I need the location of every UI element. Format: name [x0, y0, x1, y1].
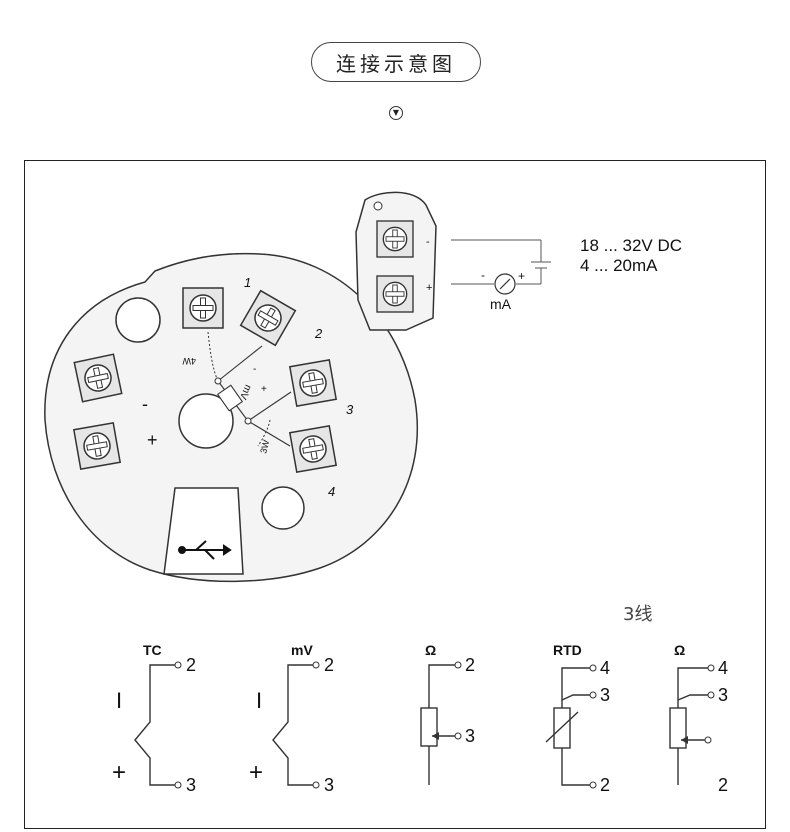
scheme-ohm-3wire: Ω 4 3 2: [669, 642, 728, 795]
out-minus-label: -: [426, 236, 430, 248]
scheme-ohm-2wire: Ω 2 3: [420, 642, 475, 785]
scheme-title: RTD: [553, 642, 582, 658]
wire-3w-label: 3W: [258, 438, 271, 454]
minus-sign: I: [256, 688, 262, 713]
scheme-title: mV: [291, 642, 313, 658]
scheme-title: Ω: [674, 642, 685, 658]
terminal-number: 2: [465, 655, 475, 675]
sensor-wiring: [207, 331, 271, 447]
wiring-mode-label: 3线: [623, 604, 653, 625]
chevron-down-icon[interactable]: ▼: [389, 106, 403, 120]
ammeter-icon: - + mA: [481, 268, 525, 312]
terminal-number: 3: [324, 775, 334, 795]
scheme-tc: TC 2 3 I +: [112, 642, 196, 795]
power-spec: 18 ... 32V DC 4 ... 20mA: [580, 236, 682, 276]
terminal-label-2: 2: [314, 326, 323, 341]
diagram-frame: [24, 160, 766, 829]
terminal-out-plus: [376, 275, 414, 313]
polarity-minus-label: -: [142, 394, 148, 414]
terminal-number: 2: [600, 775, 610, 795]
terminal-number: 3: [718, 685, 728, 705]
supply-voltage: 18 ... 32V DC: [580, 236, 683, 255]
mount-hole-icon: [115, 297, 161, 343]
terminal-number: 2: [186, 655, 196, 675]
plus-sign: +: [249, 759, 263, 786]
terminal-number: 3: [600, 685, 610, 705]
output-current: 4 ... 20mA: [580, 256, 658, 275]
terminal-plus: [73, 422, 121, 470]
terminal-number: 2: [718, 775, 728, 795]
loop-wiring: [451, 239, 551, 285]
minus-sign: I: [116, 688, 122, 713]
usb-port: [163, 487, 244, 575]
scheme-mv: mV 2 3 I +: [249, 642, 334, 795]
transmitter-head: 1 2 3 4 - + 4W 3W - mV +: [44, 252, 419, 583]
power-connector: - +: [355, 191, 437, 331]
mount-hole-icon: [261, 486, 305, 530]
resistor-icon: [669, 707, 687, 749]
terminal-out-minus: [376, 220, 414, 258]
mv-plus-label: +: [261, 384, 267, 395]
terminal-number: 3: [465, 726, 475, 746]
terminal-number: 2: [324, 655, 334, 675]
polarity-plus-label: +: [147, 430, 158, 450]
page-title: 连接示意图: [311, 42, 481, 82]
terminal-number: 3: [186, 775, 196, 795]
terminal-minus: [73, 353, 123, 403]
resistor-icon: [420, 707, 438, 747]
terminal-number: 4: [718, 658, 728, 678]
scheme-title: TC: [143, 642, 162, 658]
meter-minus-label: -: [481, 268, 485, 282]
terminal-1: [182, 287, 224, 329]
plus-sign: +: [112, 759, 126, 786]
wire-4w-label: 4W: [182, 356, 196, 366]
terminal-4: [289, 425, 337, 473]
mv-minus-label: -: [253, 364, 256, 375]
scheme-rtd: RTD 4 3 2: [545, 642, 610, 795]
terminal-3: [289, 359, 337, 407]
terminal-number: 4: [600, 658, 610, 678]
terminal-label-4: 4: [328, 484, 335, 499]
scheme-title: Ω: [425, 642, 436, 658]
terminal-label-3: 3: [346, 402, 354, 417]
usb-icon: [178, 540, 232, 560]
rtd-resistor-icon: [553, 707, 571, 749]
meter-unit-label: mA: [490, 296, 512, 312]
meter-plus-label: +: [518, 269, 525, 283]
center-hole: [178, 393, 234, 449]
out-plus-label: +: [426, 282, 432, 294]
terminal-label-1: 1: [244, 275, 251, 290]
